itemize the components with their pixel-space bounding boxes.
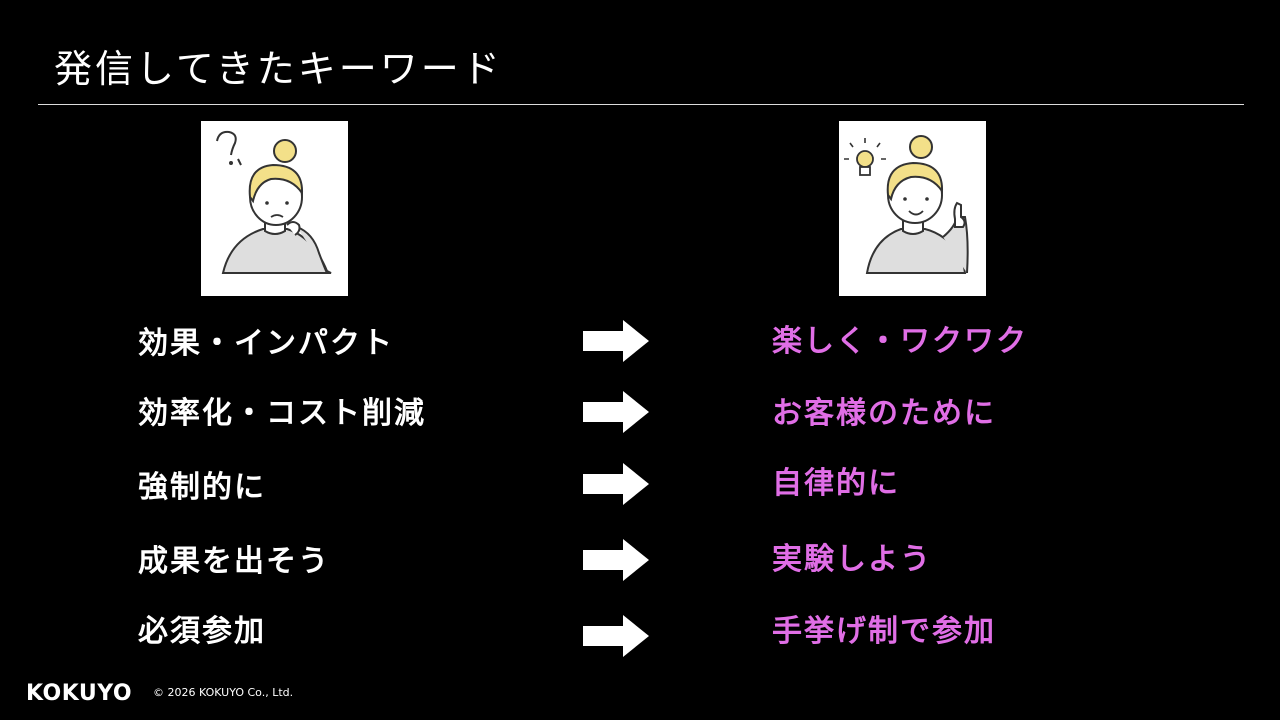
keyword-before-2: 効率化・コスト削減 bbox=[138, 396, 426, 431]
keyword-after-5: 手挙げ制で参加 bbox=[772, 614, 996, 649]
right-arrow-icon bbox=[583, 391, 649, 433]
right-arrow-icon bbox=[583, 320, 649, 362]
keyword-before-1: 効果・インパクト bbox=[138, 326, 394, 361]
copyright-notice: © 2026 KOKUYO Co., Ltd. bbox=[153, 686, 294, 699]
idea-woman-icon bbox=[839, 121, 986, 296]
keyword-after-3: 自律的に bbox=[772, 466, 900, 501]
keyword-after-1: 楽しく・ワクワク bbox=[772, 324, 1028, 359]
right-arrow-icon bbox=[583, 615, 649, 657]
keyword-before-3: 強制的に bbox=[138, 470, 266, 505]
keyword-after-2: お客様のために bbox=[772, 396, 996, 431]
right-arrow-icon bbox=[583, 539, 649, 581]
right-arrow-icon bbox=[583, 463, 649, 505]
slide-title: 発信してきたキーワード bbox=[54, 47, 503, 91]
title-divider bbox=[38, 104, 1244, 105]
kokuyo-logo: KOKUYO bbox=[26, 681, 133, 706]
keyword-before-5: 必須参加 bbox=[138, 614, 266, 649]
keyword-before-4: 成果を出そう bbox=[138, 544, 330, 579]
keyword-after-4: 実験しよう bbox=[772, 542, 932, 577]
confused-woman-icon bbox=[201, 121, 348, 296]
